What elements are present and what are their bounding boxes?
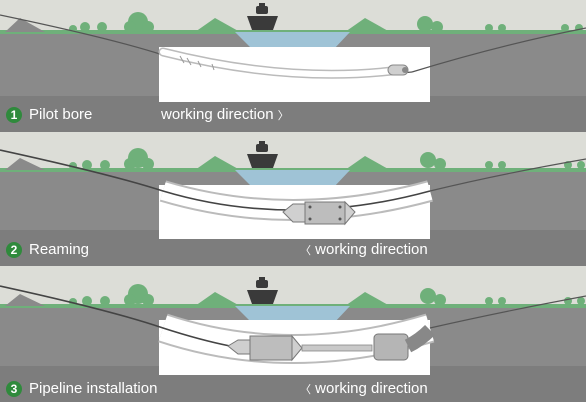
step-number-badge: 2 <box>6 242 22 258</box>
direction-arrow-icon: 〉 <box>277 110 289 122</box>
pipeline-icon <box>0 285 435 362</box>
scene-pilot-bore <box>0 3 586 132</box>
river <box>235 32 350 50</box>
working-direction: 〈 working direction <box>300 241 428 258</box>
step-label: Reaming <box>29 241 90 258</box>
step-number-badge: 1 <box>6 107 22 123</box>
working-direction: working direction 〉 <box>161 106 289 123</box>
step-label: Pilot bore <box>29 106 93 123</box>
direction-text: working direction <box>161 106 274 123</box>
tree-icon <box>69 12 583 33</box>
panel-pilot-bore: 1 Pilot bore working direction 〉 <box>0 0 586 132</box>
river <box>235 306 350 324</box>
panel-reaming: 2 Reaming 〈 working direction <box>0 134 586 266</box>
river <box>235 170 350 188</box>
panel-pipeline-installation: 3 Pipeline installation 〈 working direct… <box>0 270 586 402</box>
tree-icon <box>69 284 585 306</box>
reamer-icon <box>282 200 356 226</box>
ship-icon <box>247 3 278 30</box>
working-direction: 〈 working direction <box>300 380 428 397</box>
ship-icon <box>247 141 278 168</box>
scene-reaming <box>0 141 586 266</box>
drill-head-icon <box>387 64 409 76</box>
direction-text: working direction <box>315 380 428 397</box>
tree-icon <box>69 148 585 170</box>
direction-arrow-icon: 〈 <box>300 245 311 257</box>
scene-pipeline-installation <box>0 277 586 402</box>
direction-arrow-icon: 〈 <box>300 384 311 396</box>
ship-icon <box>247 277 278 304</box>
step-number-badge: 3 <box>6 381 22 397</box>
step-label: Pipeline installation <box>29 380 158 397</box>
direction-text: working direction <box>315 241 428 258</box>
